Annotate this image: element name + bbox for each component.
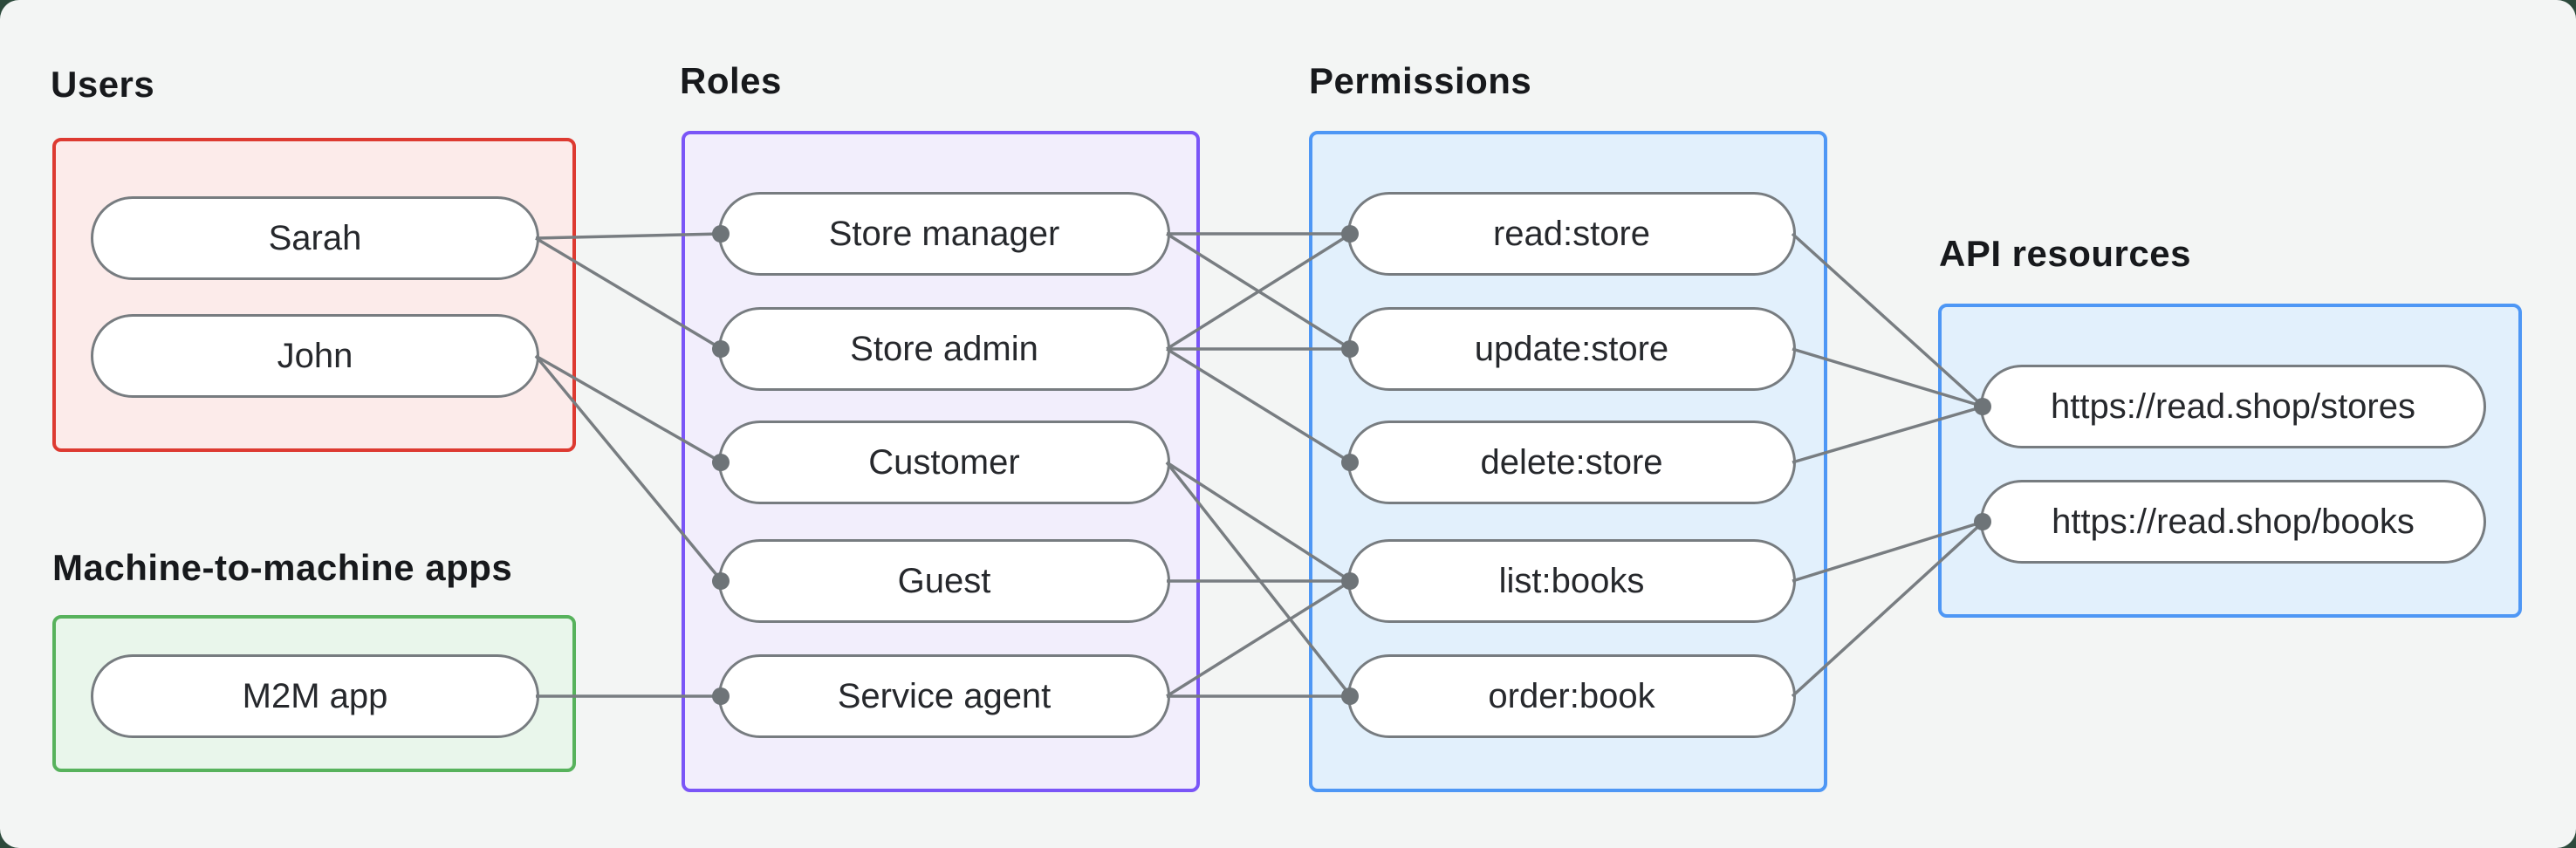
node-john: John: [91, 314, 539, 398]
node-service-agent: Service agent: [718, 654, 1170, 738]
node-label: https://read.shop/books: [2052, 502, 2415, 541]
node-label: list:books: [1498, 561, 1645, 600]
api-group-label: API resources: [1939, 233, 2191, 274]
users-group-label: Users: [51, 64, 155, 105]
api-group-box: [1938, 304, 2522, 618]
node-store-admin: Store admin: [718, 307, 1170, 391]
node-m2m-app: M2M app: [91, 654, 539, 738]
node-label: order:book: [1488, 676, 1655, 715]
node-read-store: read:store: [1347, 192, 1796, 276]
node-label: Store manager: [828, 214, 1060, 253]
node-store-manager: Store manager: [718, 192, 1170, 276]
node-label: read:store: [1492, 214, 1651, 253]
node-label: Store admin: [850, 329, 1038, 368]
node-label: update:store: [1474, 329, 1669, 368]
node-label: Customer: [868, 442, 1020, 482]
node-guest: Guest: [718, 539, 1170, 623]
node-label: Sarah: [268, 218, 362, 257]
node-sarah: Sarah: [91, 196, 539, 280]
node-label: Guest: [897, 561, 991, 600]
node-label: Service agent: [837, 676, 1052, 715]
node-books-api: https://read.shop/books: [1980, 480, 2486, 564]
permissions-group-label: Permissions: [1309, 60, 1532, 101]
node-update-store: update:store: [1347, 307, 1796, 391]
node-list-books: list:books: [1347, 539, 1796, 623]
m2m-group-label: Machine-to-machine apps: [52, 547, 513, 588]
node-delete-store: delete:store: [1347, 421, 1796, 504]
node-label: https://read.shop/stores: [2050, 386, 2415, 426]
node-order-book: order:book: [1347, 654, 1796, 738]
node-label: John: [277, 336, 353, 375]
node-label: delete:store: [1480, 442, 1663, 482]
roles-group-label: Roles: [680, 60, 782, 101]
node-label: M2M app: [242, 676, 388, 715]
node-customer: Customer: [718, 421, 1170, 504]
users-group-box: [52, 138, 576, 452]
node-stores-api: https://read.shop/stores: [1980, 365, 2486, 448]
